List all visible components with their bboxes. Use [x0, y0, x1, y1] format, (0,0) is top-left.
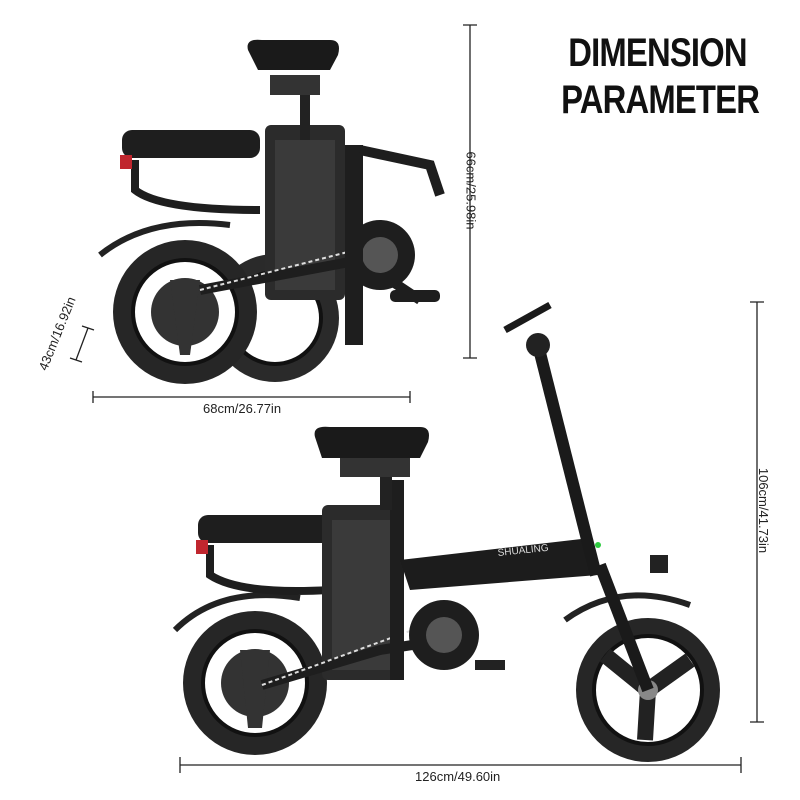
title-line-1: DIMENSION	[568, 31, 747, 75]
front-fork	[594, 562, 654, 693]
folded-seat	[247, 39, 339, 70]
folded-length-line	[92, 391, 411, 403]
top-tube	[400, 538, 598, 590]
folded-height-label: 66cm/25.98in	[463, 151, 479, 230]
unfolded-bike: SHUALING	[172, 301, 720, 762]
handlebar-stem	[532, 343, 602, 577]
rear-seat	[198, 515, 333, 543]
folded-length-label: 68cm/26.77in	[203, 401, 282, 416]
folded-rear-seat	[122, 130, 260, 158]
brand-logo: SHUALING	[497, 543, 549, 559]
handlebar	[503, 301, 552, 334]
folded-height-line	[463, 24, 477, 359]
seat	[314, 426, 429, 458]
title-line-2: PARAMETER	[561, 78, 760, 122]
unfolded-height-line	[750, 301, 764, 723]
unfolded-height-label: 106cm/41.73in	[756, 467, 772, 554]
unfolded-length-line	[179, 757, 742, 773]
dimension-lines	[69, 24, 764, 773]
folded-bike	[98, 39, 445, 384]
unfolded-length-label: 126cm/49.60in	[415, 769, 501, 784]
folded-width-line	[69, 325, 95, 363]
